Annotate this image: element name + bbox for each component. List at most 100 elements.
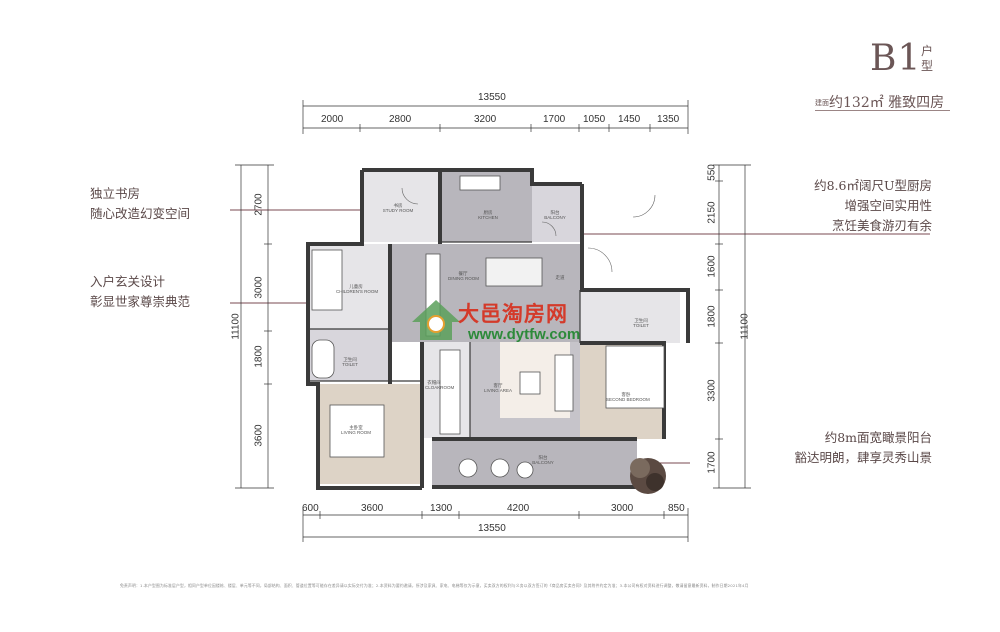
bathtub xyxy=(311,339,335,379)
top-dim-1: 2000 xyxy=(321,114,344,125)
watermark-house-icon xyxy=(412,300,460,340)
kitchen-callout-line-3: 烹饪美食游刃有余 xyxy=(831,218,932,233)
room-toilet-left-en: TOILET xyxy=(342,362,358,367)
right-dim-2: 2150 xyxy=(706,201,718,224)
subtitle-prefix: 建面 xyxy=(815,99,829,107)
room-toilet-right-cn: 卫生间 xyxy=(634,318,648,323)
bottom-dimension-lines xyxy=(302,508,689,542)
bottom-dim-5: 3000 xyxy=(611,503,634,514)
top-total-dim: 13550 xyxy=(478,92,506,103)
room-hall-cn: 走道 xyxy=(555,275,565,280)
left-dim-2: 3000 xyxy=(253,276,265,299)
room-study-en: STUDY ROOM xyxy=(382,208,414,213)
top-dim-5: 1050 xyxy=(583,114,606,125)
subtitle-rule xyxy=(815,110,950,111)
room-balcony-main-cn: 阳台 xyxy=(538,455,548,460)
room-cloak-cn: 衣帽间 xyxy=(427,380,441,385)
watermark-name: 大邑淘房网 xyxy=(458,302,568,326)
top-dimension-lines xyxy=(302,100,689,134)
disclaimer-text: 免责声明：1.本户型图为标准层户型，相同户型单位因楼栋、楼层、单元等不同，局部结… xyxy=(120,583,749,588)
right-dim-3: 1600 xyxy=(706,255,718,278)
left-dimension-lines xyxy=(235,164,274,489)
room-study-cn: 书房 xyxy=(393,203,403,208)
room-balcony-small-en: BALCONY xyxy=(544,215,566,220)
subtitle-text: 约132㎡ 雅致四房 xyxy=(829,95,945,111)
bottom-total-dim: 13550 xyxy=(478,523,506,534)
door-swings xyxy=(401,187,656,273)
left-total-dim: 11100 xyxy=(230,313,242,340)
second-bed xyxy=(605,345,665,409)
study-callout: 独立书房 随心改造幻变空间 xyxy=(90,184,190,224)
bottom-dim-2: 3600 xyxy=(361,503,384,514)
balcony-chair-1 xyxy=(458,458,478,478)
dining-table xyxy=(485,257,543,287)
left-dim-3: 1800 xyxy=(253,345,265,368)
room-toilet-left-cn: 卫生间 xyxy=(343,357,357,362)
room-cloak-en: CLOAKROOM xyxy=(425,385,455,390)
top-dim-3: 3200 xyxy=(474,114,497,125)
walls xyxy=(306,168,690,490)
room-kitchen-cn: 厨房 xyxy=(483,210,493,215)
room-balcony-main-en: BALCONY xyxy=(532,460,554,465)
room-living-en: LIVING AREA xyxy=(483,388,512,393)
bottom-dim-3: 1300 xyxy=(430,503,453,514)
room-kids-cn: 儿童房 xyxy=(349,284,363,289)
right-total-dim: 11100 xyxy=(739,313,751,340)
room-dining-cn: 餐厅 xyxy=(458,271,468,276)
room-toilet-right-en: TOILET xyxy=(633,323,649,328)
master-bed xyxy=(329,404,385,458)
kitchen-callout-line-1: 约8.6㎡阔尺U型厨房 xyxy=(814,178,932,193)
interior-lines xyxy=(310,241,581,438)
right-dim-1: 550 xyxy=(706,164,718,181)
top-dim-7: 1350 xyxy=(657,114,680,125)
bottom-dim-6: 850 xyxy=(668,503,685,514)
bottom-dim-4: 4200 xyxy=(507,503,530,514)
left-dim-1: 2700 xyxy=(253,193,265,216)
study-callout-line-2: 随心改造幻变空间 xyxy=(90,206,191,221)
balcony-chair-2 xyxy=(490,458,510,478)
room-balcony-small-cn: 阳台 xyxy=(550,210,560,215)
top-dim-6: 1450 xyxy=(618,114,641,125)
study-callout-line-1: 独立书房 xyxy=(90,186,141,201)
room-master-cn: 主卧室 xyxy=(349,425,363,430)
right-dimension-lines xyxy=(713,164,751,489)
balcony-chair-3 xyxy=(516,461,534,479)
right-dim-5: 3300 xyxy=(706,379,718,402)
room-living-cn: 客厅 xyxy=(493,383,503,388)
entry-callout: 入户玄关设计 彰显世家尊崇典范 xyxy=(90,272,190,312)
room-dining-en: DINING ROOM xyxy=(448,276,479,281)
balcony-callout: 约8m面宽瞰景阳台 豁达明朗，肆享灵秀山景 xyxy=(742,428,932,468)
balcony-callout-line-1: 约8m面宽瞰景阳台 xyxy=(824,430,932,445)
room-label-hall: 走道 xyxy=(550,275,570,280)
unit-code: B1 xyxy=(870,38,922,79)
room-kids-en: CHILDREN'S ROOM xyxy=(336,289,379,294)
entry-callout-line-2: 彰显世家尊崇典范 xyxy=(90,294,191,309)
kitchen-callout: 约8.6㎡阔尺U型厨房 增强空间实用性 烹饪美食游刃有余 xyxy=(772,176,932,236)
bottom-dim-1: 600 xyxy=(302,503,319,514)
top-dim-4: 1700 xyxy=(543,114,566,125)
unit-subtitle: 建面约132㎡ 雅致四房 xyxy=(815,92,944,112)
right-dim-4: 1800 xyxy=(706,305,718,328)
right-dim-6: 1700 xyxy=(706,451,718,474)
room-second-cn: 客卧 xyxy=(621,392,631,397)
wardrobe xyxy=(439,349,461,435)
kids-bed xyxy=(311,249,343,311)
kitchen-callout-line-2: 增强空间实用性 xyxy=(844,198,932,213)
left-dim-4: 3600 xyxy=(253,424,265,447)
coffee-table xyxy=(519,371,541,395)
balcony-callout-line-2: 豁达明朗，肆享灵秀山景 xyxy=(794,450,932,465)
sofa xyxy=(554,354,574,412)
